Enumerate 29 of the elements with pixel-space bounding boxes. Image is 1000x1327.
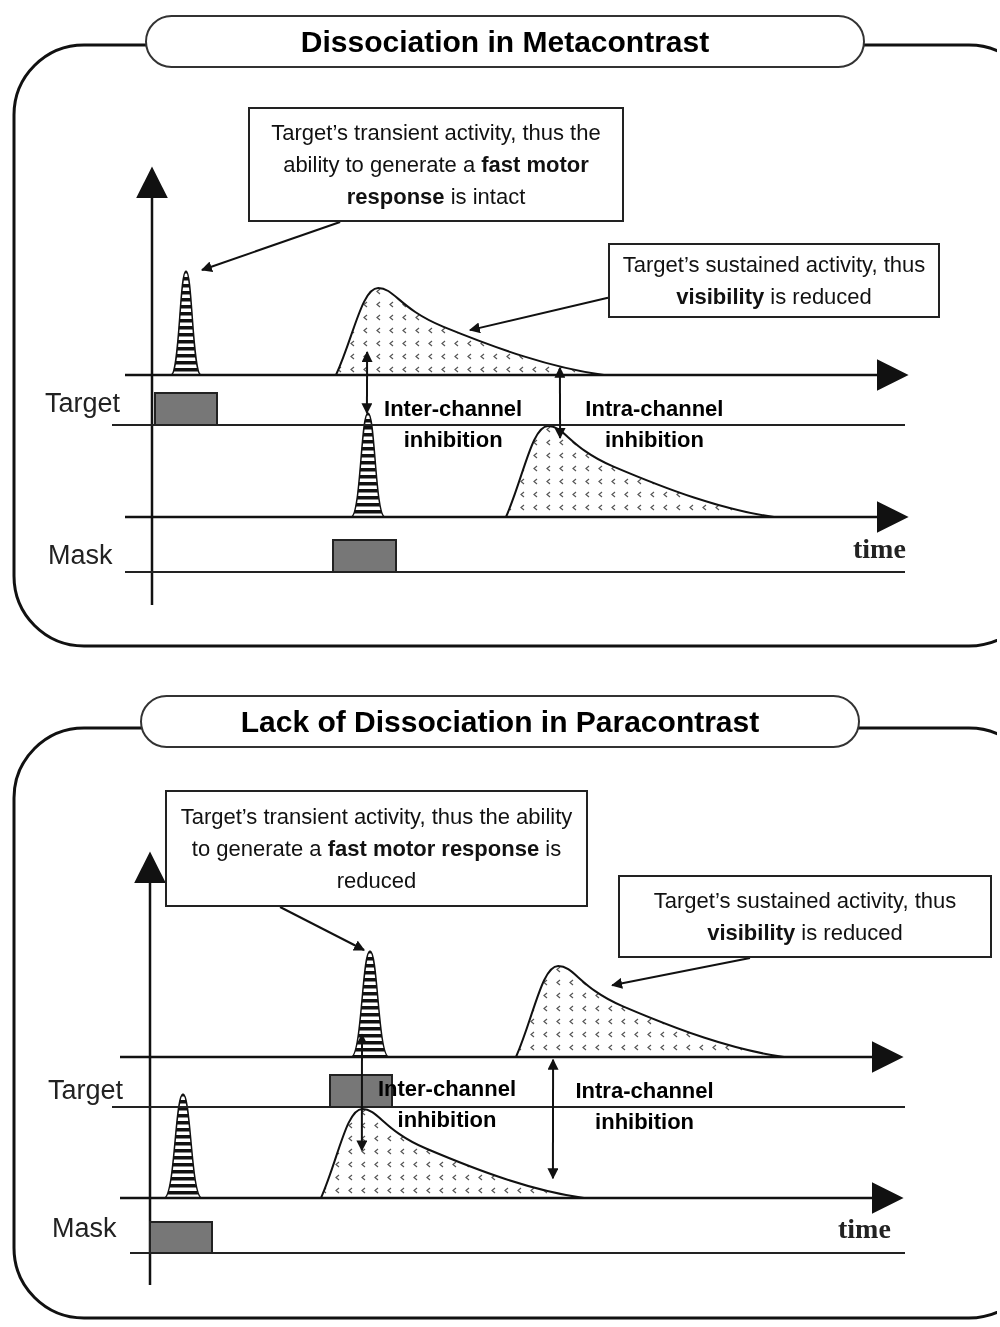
leader-arrow <box>279 906 365 951</box>
striped-peak <box>170 270 202 375</box>
panel-heading: Lack of Dissociation in Paracontrast <box>140 695 860 748</box>
double-arrow <box>356 1033 368 1152</box>
callout: Target’s sustained activity, thus visibility is reduced <box>618 875 992 958</box>
rounded-panel <box>12 695 997 1320</box>
double-arrow <box>554 366 566 439</box>
double-arrow <box>547 1058 559 1180</box>
panel-heading: Dissociation in Metacontrast <box>145 15 865 68</box>
edge-label: Inter-channel inhibition <box>383 395 524 455</box>
edge-label: Intra-channel inhibition <box>574 1076 715 1136</box>
rounded-panel <box>12 15 997 648</box>
double-arrow <box>361 351 373 415</box>
leader-arrow <box>611 957 751 989</box>
striped-peak <box>350 412 386 517</box>
striped-peak <box>163 1093 203 1198</box>
row-label: Target <box>48 1075 124 1106</box>
leader-arrow <box>468 296 609 334</box>
edge-label: Intra-channel inhibition <box>584 394 725 454</box>
axis-label: time <box>853 533 906 565</box>
row-label: Mask <box>52 1213 117 1244</box>
callout: Target’s transient activity, thus the ability to generate a fast motor response is reduced <box>165 790 588 907</box>
callout: Target’s sustained activity, thus visibility is reduced <box>608 243 940 318</box>
leader-arrow <box>200 221 342 272</box>
callout: Target’s transient activity, thus the ability to generate a fast motor response is intact <box>248 107 624 222</box>
row-label: Target <box>45 388 121 419</box>
striped-peak <box>350 950 390 1057</box>
axis-label: time <box>838 1213 891 1245</box>
row-label: Mask <box>48 540 113 571</box>
